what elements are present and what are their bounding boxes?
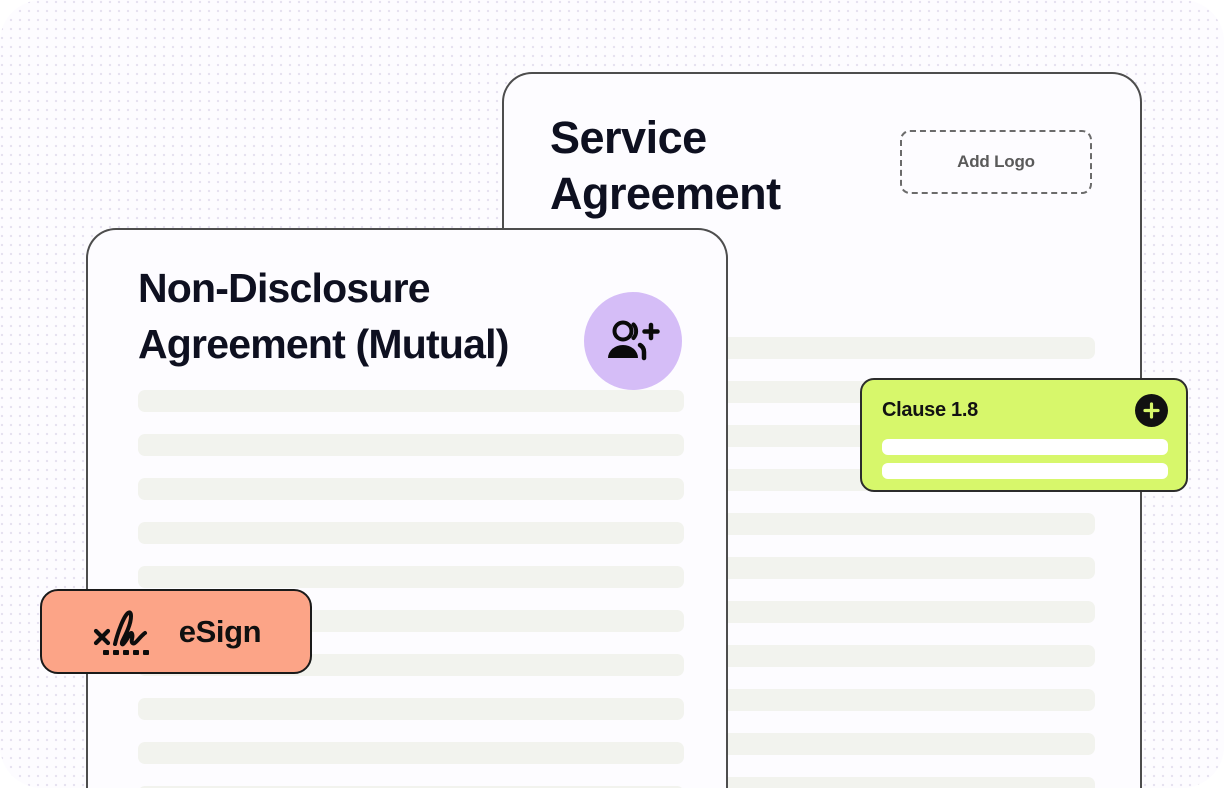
add-people-icon xyxy=(608,320,660,361)
text-line-placeholder xyxy=(138,434,684,456)
clause-input-field[interactable] xyxy=(882,439,1168,455)
clause-card[interactable]: Clause 1.8 xyxy=(860,378,1188,492)
add-logo-label: Add Logo xyxy=(957,152,1035,171)
service-agreement-title: Service Agreement xyxy=(550,112,781,219)
add-logo-button[interactable]: Add Logo xyxy=(900,130,1092,194)
clause-card-header: Clause 1.8 xyxy=(882,394,1168,427)
text-line-placeholder xyxy=(138,522,684,544)
signature-icon xyxy=(93,609,149,655)
plus-icon xyxy=(1143,402,1160,419)
text-line-placeholder xyxy=(138,390,684,412)
clause-title: Clause 1.8 xyxy=(882,399,978,421)
text-line-placeholder xyxy=(138,786,684,788)
add-people-button[interactable] xyxy=(584,292,682,390)
nda-card[interactable]: Non-Disclosure Agreement (Mutual) xyxy=(86,228,728,788)
text-line-placeholder xyxy=(138,698,684,720)
esign-label: eSign xyxy=(178,613,262,649)
esign-button[interactable]: eSign xyxy=(40,589,312,674)
text-line-placeholder xyxy=(138,478,684,500)
nda-header: Non-Disclosure Agreement (Mutual) xyxy=(88,230,726,390)
text-line-placeholder xyxy=(138,566,684,588)
text-line-placeholder xyxy=(138,742,684,764)
text-line-placeholder xyxy=(504,777,1095,788)
clause-input-field[interactable] xyxy=(882,463,1168,479)
clause-add-button[interactable] xyxy=(1135,394,1168,427)
service-agreement-header: Service Agreement Add Logo xyxy=(504,74,1140,222)
nda-title: Non-Disclosure Agreement (Mutual) xyxy=(138,265,509,367)
